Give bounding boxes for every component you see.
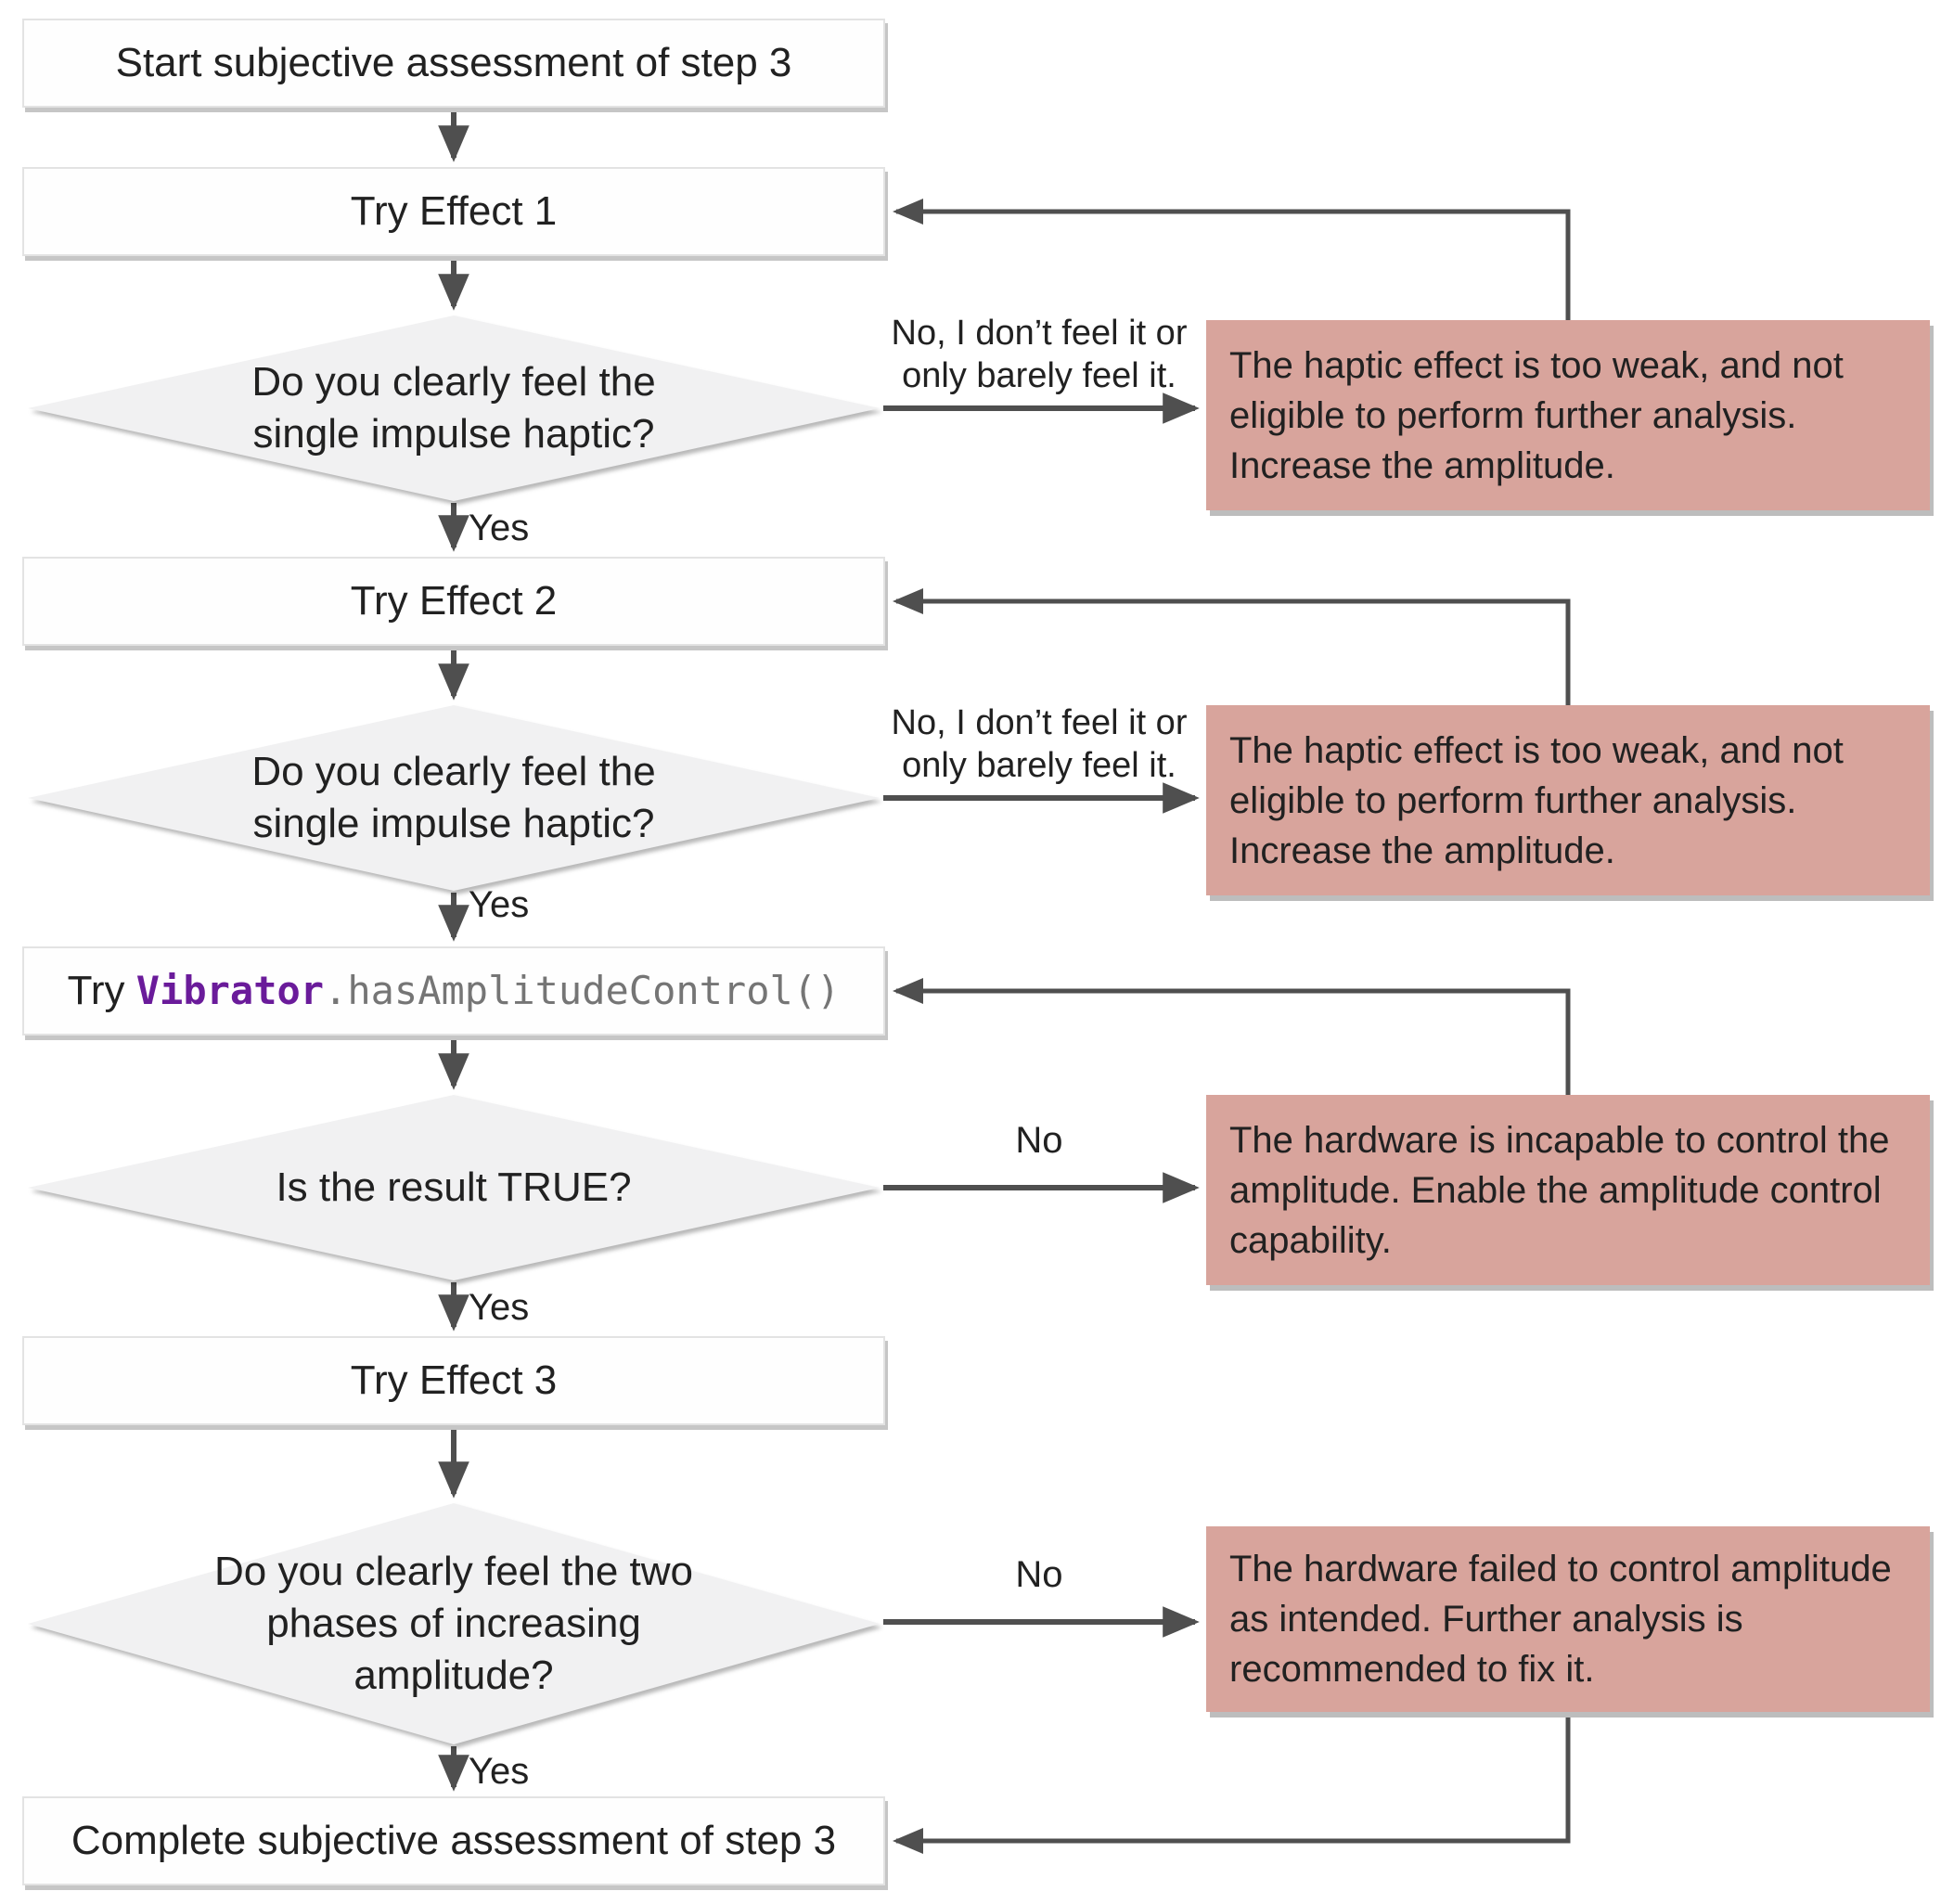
edge-label-yes-1: Yes [469, 508, 530, 548]
complete-node: Complete subjective assessment of step 3 [22, 1796, 885, 1885]
api-prefix: Try [67, 968, 136, 1013]
start-node: Start subjective assessment of step 3 [22, 19, 885, 108]
decision2-line2: single impulse haptic? [252, 801, 655, 846]
decision4-line3: amplitude? [353, 1653, 554, 1698]
diamond-shape [28, 705, 880, 891]
decision2-line1: Do you clearly feel the [251, 749, 656, 794]
outcome-no-amplitude-control: The hardware is incapable to control the… [1206, 1095, 1930, 1285]
edge-label-no-feel-1: No, I don’t feel it or only barely feel … [891, 314, 1188, 395]
decision-single-impulse-2: Do you clearly feel the single impulse h… [28, 705, 880, 891]
edge-label-no-4: No [1015, 1554, 1063, 1595]
try-effect-2-node: Try Effect 2 [22, 557, 885, 646]
edge-label-no-feel-2: No, I don’t feel it or only barely feel … [891, 703, 1188, 785]
edge-label-yes-4: Yes [469, 1751, 530, 1792]
connector-outcome4-to-complete [893, 1710, 1571, 1854]
decision4-line1: Do you clearly feel the two [213, 1549, 694, 1594]
try-effect-3-node: Try Effect 3 [22, 1336, 885, 1425]
diamond-shape [28, 1095, 880, 1280]
diamond-shape [28, 1503, 880, 1744]
try-effect-1-node: Try Effect 1 [22, 167, 885, 256]
decision3-line1: Is the result TRUE? [276, 1164, 632, 1210]
api-call: .hasAmplitudeControl() [324, 968, 841, 1013]
outcome-amplitude-control-failed-text: The hardware failed to control amplitude… [1229, 1549, 1892, 1690]
try-effect-1-label: Try Effect 1 [350, 188, 558, 234]
api-keyword: Vibrator [135, 968, 325, 1013]
outcome-too-weak-2-text: The haptic effect is too weak, and not e… [1229, 729, 1844, 871]
outcome-too-weak-1: The haptic effect is too weak, and not e… [1206, 320, 1930, 510]
decision-result-true: Is the result TRUE? [28, 1095, 880, 1280]
edge-label-yes-2: Yes [469, 884, 530, 925]
complete-label: Complete subjective assessment of step 3 [71, 1818, 837, 1863]
try-effect-3-label: Try Effect 3 [350, 1357, 558, 1403]
loopback-outcome3-to-api [893, 977, 1571, 1095]
loopback-outcome2-to-try2 [893, 587, 1571, 705]
decision1-line1: Do you clearly feel the [251, 359, 656, 405]
decision-two-phases: Do you clearly feel the two phases of in… [28, 1503, 880, 1744]
try-amplitude-api-node: Try Vibrator.hasAmplitudeControl() [22, 946, 885, 1036]
decision1-line2: single impulse haptic? [252, 411, 655, 457]
outcome-too-weak-2: The haptic effect is too weak, and not e… [1206, 705, 1930, 895]
start-label: Start subjective assessment of step 3 [115, 40, 792, 85]
diamond-shape [28, 315, 880, 501]
outcome-too-weak-1-text: The haptic effect is too weak, and not e… [1229, 344, 1844, 486]
try-effect-2-label: Try Effect 2 [350, 578, 558, 624]
decision4-line2: phases of increasing [266, 1601, 641, 1646]
outcome-no-amplitude-control-text: The hardware is incapable to control the… [1229, 1119, 1890, 1261]
decision-single-impulse-1: Do you clearly feel the single impulse h… [28, 315, 880, 501]
loopback-outcome1-to-try1 [893, 198, 1571, 320]
edge-label-yes-3: Yes [469, 1287, 530, 1328]
edge-label-no-3: No [1015, 1120, 1063, 1161]
outcome-amplitude-control-failed: The hardware failed to control amplitude… [1206, 1526, 1930, 1712]
